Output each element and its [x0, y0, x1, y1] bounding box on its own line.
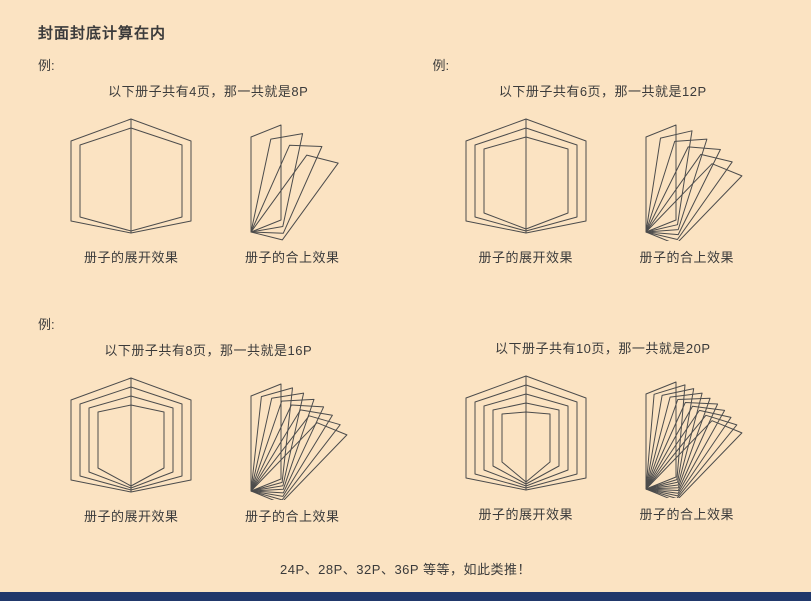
footer-note: 24P、28P、32P、36P 等等，如此类推！ [280, 562, 531, 577]
book-illustrations: 册子的展开效果 册子的合上效果 [433, 363, 774, 523]
example-label: 例: [38, 317, 55, 332]
closed-book-illustration [250, 383, 348, 500]
closed-book-figure: 册子的合上效果 [229, 365, 355, 525]
examples-grid: 例: 以下册子共有4页，那一共就是8P 册子的展开效果 册子的合上效果 例: 以… [38, 53, 773, 525]
closed-book-figure: 册子的合上效果 [624, 363, 750, 523]
example-caption: 以下册子共有4页，那一共就是8P [108, 84, 309, 99]
example-block-2: 例: 以下册子共有6页，那一共就是12P 册子的展开效果 册子的合上效果 [433, 53, 774, 266]
content-area: 封面封底计算在内 例: 以下册子共有4页，那一共就是8P 册子的展开效果 册子的… [38, 25, 773, 577]
open-book-figure: 册子的展开效果 [61, 109, 201, 266]
example-caption: 以下册子共有10页，那一共就是20P [494, 341, 711, 356]
open-book-illustration [465, 375, 587, 491]
example-caption: 以下册子共有8页，那一共就是16P [104, 343, 313, 358]
open-book-figure: 册子的展开效果 [456, 366, 596, 523]
example-label [433, 314, 774, 331]
open-book-illustration [465, 118, 587, 234]
open-book-caption: 册子的展开效果 [478, 250, 573, 265]
closed-book-illustration [645, 124, 743, 241]
open-book-figure: 册子的展开效果 [456, 109, 596, 266]
bottom-bar [0, 592, 811, 601]
closed-book-caption: 册子的合上效果 [244, 509, 340, 524]
closed-book-illustration [645, 381, 743, 498]
closed-book-caption: 册子的合上效果 [639, 507, 734, 522]
closed-book-caption: 册子的合上效果 [639, 250, 734, 265]
book-illustrations: 册子的展开效果 册子的合上效果 [38, 365, 379, 525]
open-book-caption: 册子的展开效果 [478, 507, 573, 522]
open-book-caption: 册子的展开效果 [83, 250, 179, 265]
open-book-caption: 册子的展开效果 [83, 509, 179, 524]
page-title: 封面封底计算在内 [38, 25, 167, 42]
open-book-figure: 册子的展开效果 [61, 368, 201, 525]
example-label: 例: [38, 58, 55, 73]
example-caption: 以下册子共有6页，那一共就是12P [498, 84, 707, 99]
open-book-illustration [70, 118, 192, 234]
example-block-3: 例: 以下册子共有8页，那一共就是16P 册子的展开效果 册子的合上效果 [38, 312, 379, 525]
closed-book-figure: 册子的合上效果 [624, 106, 750, 266]
closed-book-caption: 册子的合上效果 [244, 250, 340, 265]
closed-book-illustration [250, 124, 339, 241]
book-illustrations: 册子的展开效果 册子的合上效果 [38, 106, 379, 266]
closed-book-figure: 册子的合上效果 [229, 106, 355, 266]
open-book-illustration [70, 377, 192, 493]
example-block-1: 例: 以下册子共有4页，那一共就是8P 册子的展开效果 册子的合上效果 [38, 53, 379, 266]
example-block-4: 以下册子共有10页，那一共就是20P 册子的展开效果 册子的合上效果 [433, 312, 774, 525]
book-illustrations: 册子的展开效果 册子的合上效果 [433, 106, 774, 266]
example-label: 例: [432, 58, 450, 73]
